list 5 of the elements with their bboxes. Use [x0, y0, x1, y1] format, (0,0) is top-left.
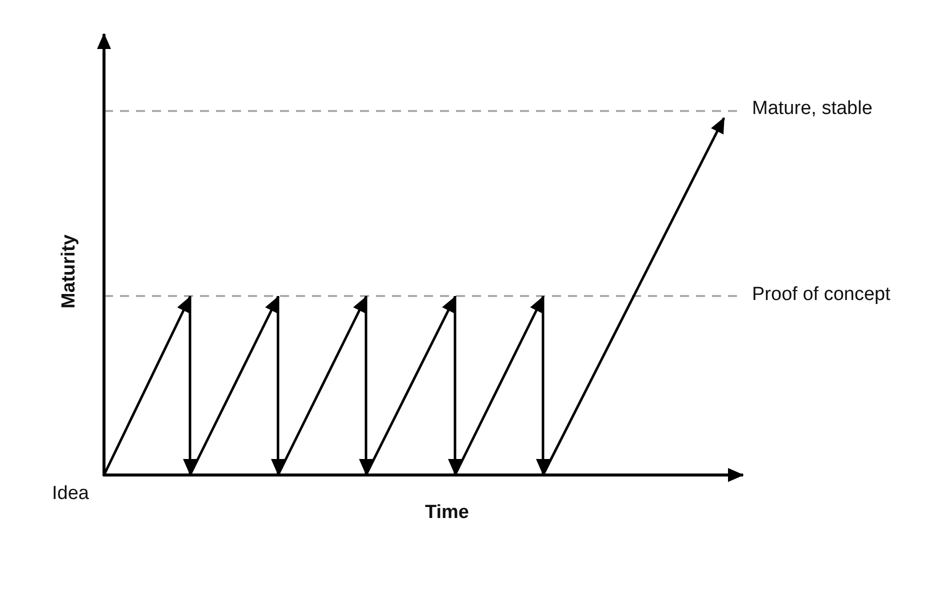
level-label: Mature, stable [752, 99, 872, 118]
axis-label: Maturity [59, 234, 78, 308]
level-label: Proof of concept [752, 285, 890, 304]
origin-label: Idea [52, 484, 89, 503]
axis-label: Time [425, 503, 470, 522]
